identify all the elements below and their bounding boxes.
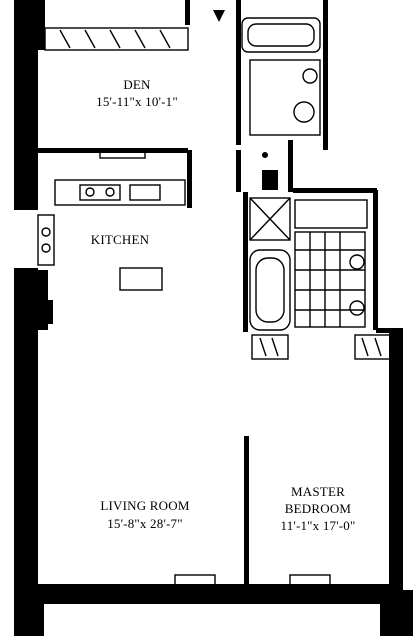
master-sink-1 xyxy=(349,254,365,270)
wall-bedroom-east xyxy=(389,332,403,602)
sink-vanity xyxy=(249,59,321,136)
wall-bath-east xyxy=(323,0,328,150)
wall-den-east xyxy=(185,0,190,25)
master-sink-2 xyxy=(349,300,365,316)
stove-icon xyxy=(79,184,121,201)
wall-bath-west xyxy=(236,0,241,145)
bedroom-closet-left xyxy=(251,334,289,360)
column-southeast xyxy=(380,590,413,636)
room-dims-master: 11'-1"x 17'-0" xyxy=(280,518,356,533)
kitchen-island xyxy=(119,267,163,291)
entry-arrow-icon xyxy=(213,10,225,22)
den-closet xyxy=(44,27,189,51)
wall-bedroom-north xyxy=(376,328,403,333)
pillar-small xyxy=(45,300,53,324)
room-label-master-line2: BEDROOM xyxy=(284,501,352,516)
toilet-icon xyxy=(302,68,318,84)
tile-grid xyxy=(294,231,366,328)
wall-mbath-east xyxy=(373,190,378,330)
wall-mbath-west xyxy=(243,192,248,332)
radiator-living xyxy=(174,574,216,586)
column-southwest xyxy=(14,584,44,636)
room-label-living: LIVING ROOM xyxy=(100,498,190,513)
room-label-master-line1: MASTER xyxy=(291,484,345,499)
wall-hall-east xyxy=(288,140,293,192)
sink-icon xyxy=(129,184,161,201)
room-dims-living: 15'-8"x 28'-7" xyxy=(107,516,183,531)
wall-kitchen-east xyxy=(187,150,192,208)
bathtub-icon xyxy=(241,17,321,53)
wall-mbath-north xyxy=(293,188,377,193)
room-label-kitchen: KITCHEN xyxy=(90,232,150,247)
bar-counter xyxy=(99,149,146,159)
master-tub xyxy=(249,249,291,331)
wall-north-den xyxy=(38,0,45,50)
master-vanity xyxy=(294,199,368,229)
room-dims-den: 15'-11"x 10'-1" xyxy=(96,94,178,109)
pillar-kitchen xyxy=(38,270,48,330)
wall-west-lower xyxy=(14,268,38,598)
radiator-bedroom xyxy=(289,574,331,586)
shower-icon xyxy=(249,197,291,241)
kitchen-counter xyxy=(54,179,186,206)
kitchen-counter-west xyxy=(37,214,55,266)
wall-hall-west xyxy=(236,150,241,192)
wall-west-upper xyxy=(14,0,38,210)
wall-south xyxy=(38,584,390,604)
sprinkler-dot xyxy=(262,152,268,158)
wall-partition xyxy=(244,436,249,584)
room-label-den: DEN xyxy=(123,77,151,92)
bedroom-closet-right xyxy=(354,334,392,360)
